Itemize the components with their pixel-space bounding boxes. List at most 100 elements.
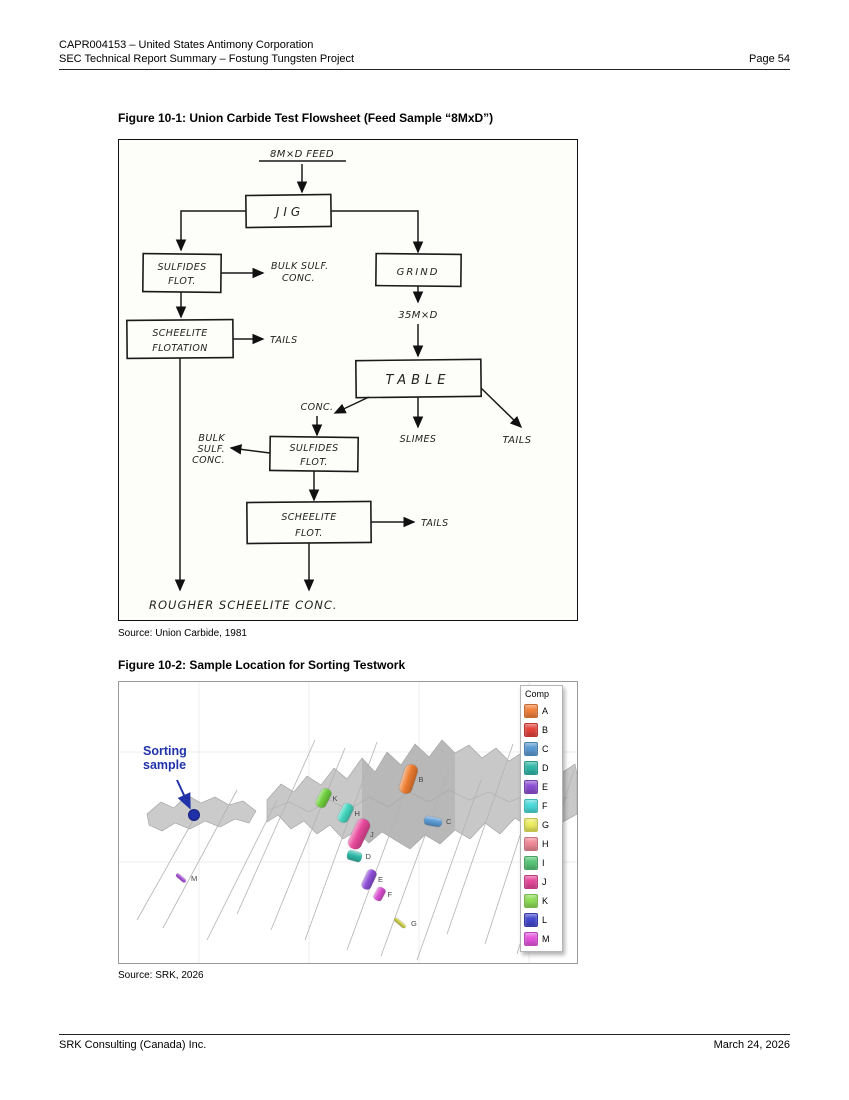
flow-label-tails3: TAILS — [421, 518, 449, 529]
flow-label-mesh: 35M×D — [398, 310, 437, 321]
legend-item: E — [524, 777, 562, 796]
legend-swatch — [524, 741, 538, 756]
legend-item-label: C — [542, 743, 549, 754]
legend-item-label: E — [542, 781, 549, 792]
legend-item-label: B — [542, 724, 549, 735]
flow-label-scheelite1-l2: FLOTATION — [152, 343, 207, 354]
flow-label-bulk1-l2: CONC. — [282, 273, 315, 284]
flowsheet-graphic: 8M×D FEED JIG SULFIDES FLOT. BULK SULF. … — [126, 149, 532, 612]
header-line1: CAPR004153 – United States Antimony Corp… — [59, 39, 314, 51]
legend-item: D — [524, 758, 562, 777]
legend-swatch — [524, 760, 538, 775]
flow-label-tails1: TAILS — [270, 335, 298, 346]
page-footer: SRK Consulting (Canada) Inc. March 24, 2… — [59, 1034, 790, 1051]
legend-item: F — [524, 796, 562, 815]
flow-arrow-table-tails — [480, 387, 523, 429]
sample-marker-label: K — [332, 794, 338, 803]
flow-arrow-sulfides2-bulk — [229, 444, 271, 455]
sample-marker-label: E — [378, 875, 384, 884]
footer-company: SRK Consulting (Canada) Inc. — [59, 1039, 207, 1051]
legend-item-label: J — [542, 876, 547, 887]
drillhole-lines — [136, 739, 575, 961]
flow-label-sulfides1-l1: SULFIDES — [157, 262, 206, 273]
legend-swatch — [524, 893, 538, 908]
flow-label-jig: JIG — [274, 205, 304, 219]
figure1-image: 8M×D FEED JIG SULFIDES FLOT. BULK SULF. … — [118, 139, 578, 621]
flow-label-bulk2-l2: SULF. — [197, 444, 225, 455]
flow-arrow-table-conc — [333, 396, 370, 414]
flow-label-scheelite2-l1: SCHEELITE — [281, 512, 336, 523]
flow-box-jig — [244, 193, 333, 229]
figure1-source: Source: Union Carbide, 1981 — [118, 628, 247, 639]
legend-swatch — [524, 874, 538, 889]
legend-swatch — [524, 798, 538, 813]
legend-item: G — [524, 815, 562, 834]
sample-marker-label: C — [446, 817, 452, 826]
legend-swatch — [524, 931, 538, 946]
legend-swatch — [524, 779, 538, 794]
flow-label-table: TABLE — [385, 373, 450, 388]
flow-label-bulk1-l1: BULK SULF. — [271, 261, 329, 272]
legend-item: K — [524, 891, 562, 910]
legend-swatch — [524, 722, 538, 737]
legend-item-label: G — [542, 819, 550, 830]
legend-item-label: A — [542, 705, 549, 716]
legend-item: C — [524, 739, 562, 758]
sample-marker-label: J — [370, 830, 374, 839]
flow-label-feed: 8M×D FEED — [270, 149, 334, 160]
legend-item-label: K — [542, 895, 549, 906]
flow-label-slimes: SLIMES — [400, 434, 437, 445]
footer-date: March 24, 2026 — [713, 1039, 790, 1051]
legend-swatch — [524, 817, 538, 832]
legend-item: A — [524, 701, 562, 720]
sample-marker-label: B — [418, 775, 424, 784]
legend-swatch — [524, 703, 538, 718]
legend-item: B — [524, 720, 562, 739]
flow-label-sulfides2-l1: SULFIDES — [289, 443, 338, 454]
figure2-title: Figure 10-2: Sample Location for Sorting… — [118, 658, 406, 672]
legend-item-label: F — [542, 800, 548, 811]
legend-item-label: H — [542, 838, 549, 849]
legend-swatch — [524, 912, 538, 927]
figure1-title: Figure 10-1: Union Carbide Test Flowshee… — [118, 111, 494, 125]
terrain-mesh-left — [146, 794, 257, 832]
sample-marker-label: M — [191, 874, 198, 883]
sample-marker-label: G — [411, 919, 417, 928]
header-line2: SEC Technical Report Summary – Fostung T… — [59, 53, 355, 66]
flow-label-bulk2-l1: BULK — [198, 433, 225, 444]
legend-item: L — [524, 910, 562, 929]
flow-arrow-jig-right — [331, 210, 424, 254]
flow-label-sulfides1-l2: FLOT. — [168, 276, 196, 287]
flow-label-scheelite1-l1: SCHEELITE — [152, 328, 207, 339]
legend-item: H — [524, 834, 562, 853]
legend-swatch — [524, 855, 538, 870]
legend-item-label: M — [542, 933, 550, 944]
legend-item: J — [524, 872, 562, 891]
legend-item-label: I — [542, 857, 545, 868]
legend-swatch — [524, 836, 538, 851]
legend-item-label: L — [542, 914, 548, 925]
page-number: Page 54 — [749, 53, 790, 66]
sample-marker-label: D — [365, 852, 371, 861]
flow-label-rougher: ROUGHER SCHEELITE CONC. — [149, 598, 338, 612]
sorting-sample-annotation: Sorting sample — [143, 744, 187, 773]
sorting-sample-arrow — [176, 779, 191, 810]
sample-marker-label: H — [354, 809, 360, 818]
legend-item: M — [524, 929, 562, 948]
flow-label-scheelite2-l2: FLOT. — [295, 528, 323, 539]
flow-label-bulk2-l3: CONC. — [192, 455, 225, 466]
legend-item: I — [524, 853, 562, 872]
sorting-sample-dot — [188, 809, 200, 821]
flow-label-conc: CONC. — [301, 402, 334, 413]
flow-box-scheelite1 — [126, 318, 234, 360]
page-header: CAPR004153 – United States Antimony Corp… — [59, 38, 790, 70]
flow-label-tails2: TAILS — [503, 435, 532, 446]
legend-header: Comp — [525, 689, 550, 699]
flow-label-sulfides2-l2: FLOT. — [300, 457, 328, 468]
figure2-source: Source: SRK, 2026 — [118, 970, 204, 981]
flow-label-grind: GRIND — [397, 267, 440, 278]
